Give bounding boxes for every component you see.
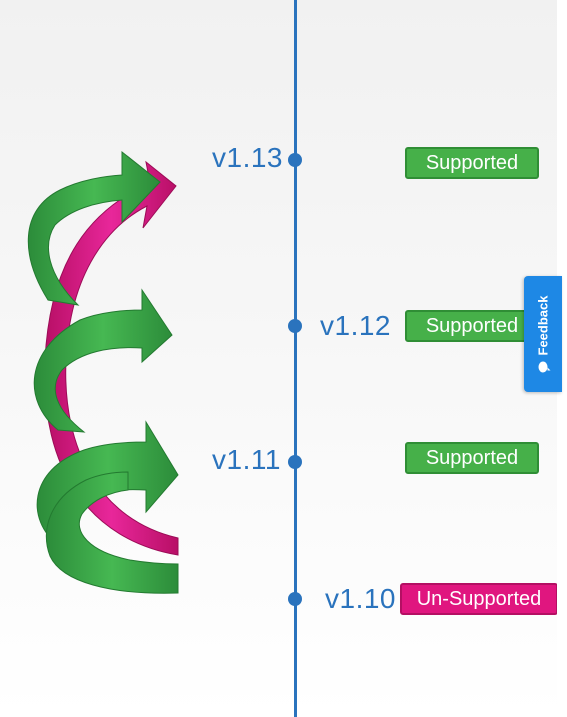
version-label-v1-13: v1.13 [212,142,283,173]
timeline-dot-v1-11 [288,455,302,469]
status-badge-v1-10: Un-Supported [400,583,558,615]
green-arrow-top [27,150,161,306]
status-badge-v1-11: Supported [405,442,539,474]
version-label-v1-12: v1.12 [320,310,391,341]
timeline-dot-v1-10 [288,592,302,606]
speech-bubble-icon [538,361,548,373]
green-arrow-middle [33,288,173,433]
status-badge-v1-13: Supported [405,147,539,179]
feedback-content: Feedback [536,296,551,373]
timeline-dot-v1-13 [288,153,302,167]
page-edge [557,0,567,717]
feedback-label: Feedback [535,295,551,356]
feedback-button[interactable]: Feedback [524,276,562,392]
version-label-v1-11: v1.11 [212,444,281,475]
timeline-line [294,0,297,717]
version-label-v1-10: v1.10 [325,583,396,614]
status-badge-v1-12: Supported [405,310,539,342]
green-arrow-bottom-coil [45,471,179,594]
timeline-dot-v1-12 [288,319,302,333]
upgrade-arrows-illustration [27,150,179,594]
